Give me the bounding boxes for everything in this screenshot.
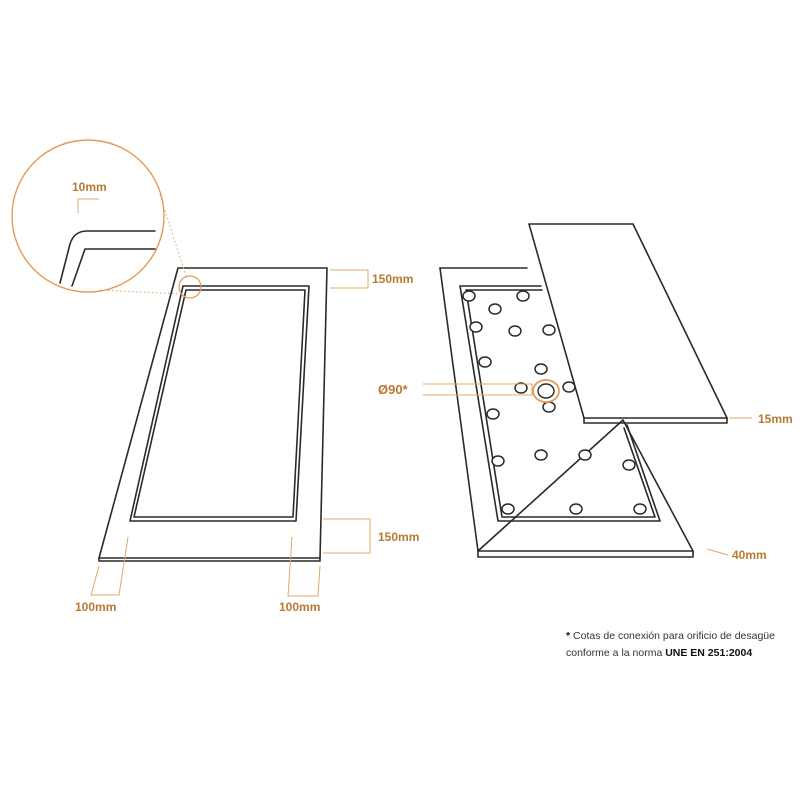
stud [578, 449, 592, 461]
stud [462, 290, 476, 302]
corner-radius-label: 10mm [72, 180, 107, 194]
footnote: * Cotas de conexión para orificio de des… [566, 628, 796, 662]
top-layer-label: 15mm [758, 412, 793, 426]
right-tray [439, 223, 728, 558]
top-border-leader [330, 269, 369, 289]
stud [491, 455, 505, 467]
zoom-corner-inner [71, 248, 156, 287]
right-side-leader [287, 536, 321, 597]
right-side-label: 100mm [279, 600, 320, 614]
left-side-leader [90, 536, 129, 596]
stud [542, 401, 556, 413]
left-tray-thickness [98, 557, 321, 562]
stud [478, 356, 492, 368]
left-tray-inner-lip [133, 289, 306, 518]
stud [534, 449, 548, 461]
top-border-label: 150mm [372, 272, 413, 286]
top-layer-thickness [583, 417, 728, 424]
right-tray-inner-lip [465, 289, 656, 518]
stud [486, 408, 500, 420]
footnote-asterisk: * [566, 630, 571, 642]
right-tray-inner [459, 285, 661, 522]
left-tray-inner-edge [129, 285, 310, 522]
zoom-target-circle [178, 275, 202, 299]
stud [508, 325, 522, 337]
corner-radius-leader [77, 198, 99, 213]
right-tray-base-thickness [477, 550, 694, 558]
stud [633, 503, 647, 515]
stud [569, 503, 583, 515]
zoom-leader-bottom [99, 289, 181, 295]
corner-zoom-detail [11, 139, 202, 299]
stud [469, 321, 483, 333]
stud [542, 324, 556, 336]
zoom-leader-top [159, 194, 187, 277]
stud [562, 381, 576, 393]
drain-leader [423, 383, 533, 396]
base-thickness-label: 40mm [732, 548, 767, 562]
footnote-line1: Cotas de conexión para orificio de desag… [573, 630, 775, 642]
left-tray [98, 267, 328, 562]
stud [534, 363, 548, 375]
bottom-border-leader [323, 518, 371, 554]
right-tray-base-outer [439, 267, 694, 552]
right-tray-base-left [439, 267, 479, 552]
base-thickness-leader [706, 548, 729, 556]
drain-diameter-label: Ø90* [378, 382, 409, 397]
stud [514, 382, 528, 394]
stud [501, 503, 515, 515]
zoom-circle [11, 139, 165, 293]
bottom-border-label: 150mm [378, 530, 419, 544]
left-tray-dimensions [90, 269, 371, 597]
stud [622, 459, 636, 471]
drain-hole [532, 379, 560, 403]
zoom-corner-outer [59, 230, 156, 284]
footnote-line2: conforme a la norma [566, 647, 663, 659]
right-tray-dimensions [423, 383, 752, 556]
left-side-label: 100mm [75, 600, 116, 614]
support-studs [462, 290, 647, 515]
footnote-standard: UNE EN 251:2004 [665, 647, 753, 659]
stud [488, 303, 502, 315]
stud [516, 290, 530, 302]
